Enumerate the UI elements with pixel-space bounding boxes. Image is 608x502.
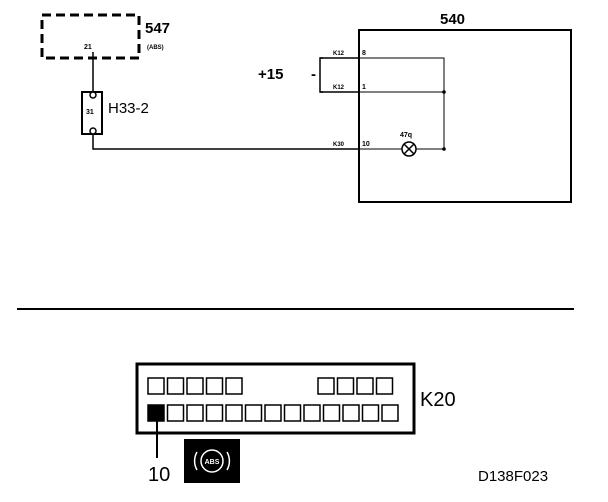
warning-lamp-icon <box>401 141 417 157</box>
supply-label: +15 <box>258 66 283 83</box>
connector-pin: 31 <box>86 109 94 116</box>
wire-label-1: K12 <box>333 51 345 57</box>
cluster-pin-8: 8 <box>362 50 366 57</box>
svg-text:ABS: ABS <box>205 459 220 466</box>
connector-terminal-bottom <box>89 127 97 135</box>
k20-pin-cell <box>225 377 243 395</box>
k20-pin-cell <box>356 377 374 395</box>
k20-pin-cell <box>205 377 224 395</box>
cluster-internal-wire-top <box>359 57 445 149</box>
k20-pin-cell <box>166 404 185 422</box>
k20-pin-cell <box>205 404 224 422</box>
k20-pin-cell <box>303 404 321 422</box>
connector-name: H33-2 <box>108 100 149 117</box>
connector-terminal-top <box>89 91 97 99</box>
wire-connector-to-cluster <box>92 134 359 150</box>
figure-id: D138F023 <box>478 468 548 485</box>
abs-warning-icon: ABS <box>193 449 231 473</box>
supply-bracket <box>319 57 323 93</box>
k20-pin-cell <box>322 404 341 422</box>
k20-pin-cell <box>342 404 360 422</box>
cluster-number: 540 <box>440 11 465 28</box>
junction-dot-bottom <box>442 147 446 151</box>
k20-pin-cell <box>336 377 355 395</box>
abs-unit-box <box>40 13 141 60</box>
abs-unit-number: 547 <box>145 20 170 37</box>
k20-pin-cell <box>225 404 243 422</box>
cluster-pin-1: 1 <box>362 84 366 91</box>
cluster-box <box>358 29 572 203</box>
k20-connector-label: K20 <box>420 389 456 411</box>
wire-label-3: K30 <box>333 142 345 148</box>
k20-pin-cell <box>361 404 380 422</box>
abs-warning-icon-bg <box>184 439 240 483</box>
k20-pin-cell <box>186 377 204 395</box>
k20-pin-cell <box>186 404 204 422</box>
k20-pin-cell <box>283 404 302 422</box>
abs-unit-pin: 21 <box>84 44 92 51</box>
k20-pin-cell <box>244 404 263 422</box>
pin-callout-number: 10 <box>148 464 170 486</box>
supply-dash: - <box>311 66 316 83</box>
k20-pin-cell <box>375 377 394 395</box>
k20-connector-outline <box>135 362 416 435</box>
k20-pin-cells <box>147 377 399 422</box>
lamp-label: 47q <box>400 132 412 139</box>
k20-pin-cell <box>264 404 282 422</box>
abs-unit-subtitle: (ABS) <box>147 45 164 51</box>
cluster-pin-10: 10 <box>362 141 370 148</box>
k20-pin-cell <box>147 377 165 395</box>
k20-pin-cell <box>166 377 185 395</box>
k20-pin-cell <box>381 404 399 422</box>
k20-pin-cell <box>317 377 335 395</box>
junction-dot-mid <box>442 90 446 94</box>
wire-label-2: K12 <box>333 85 345 91</box>
